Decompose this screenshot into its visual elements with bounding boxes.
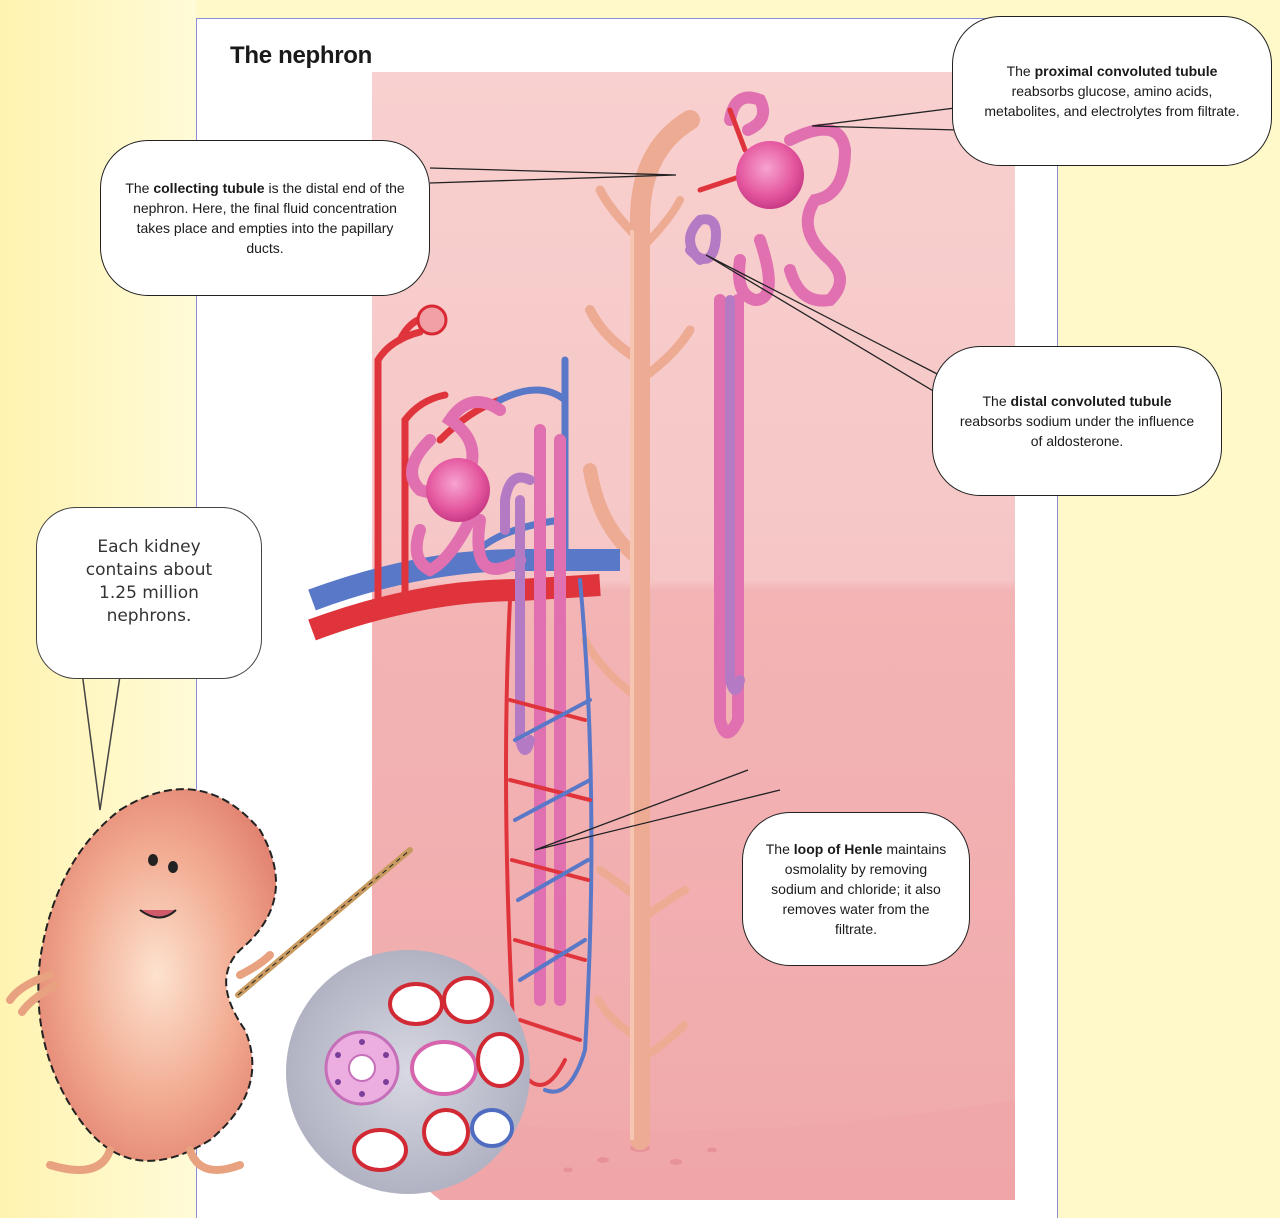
small-capillary-knot <box>418 306 446 334</box>
callout-term: loop of Henle <box>794 841 883 857</box>
cross-section-magnifier <box>286 950 530 1194</box>
callout-collecting-tubule-text: The collecting tubule is the distal end … <box>123 178 407 258</box>
upper-glomerulus <box>736 141 804 209</box>
callout-prefix: The <box>125 180 153 196</box>
callout-term: proximal convoluted tubule <box>1035 63 1218 79</box>
callout-proximal-convoluted-tubule: The proximal convoluted tubule reabsorbs… <box>952 16 1272 166</box>
mascot-speech-bubble: Each kidney contains about 1.25 million … <box>36 507 262 679</box>
callout-term: distal convoluted tubule <box>1011 393 1172 409</box>
callout-prefix: The <box>1007 63 1035 79</box>
callout-proximal-text: The proximal convoluted tubule reabsorbs… <box>975 61 1249 121</box>
callout-prefix: The <box>982 393 1010 409</box>
callout-prefix: The <box>766 841 794 857</box>
callout-collecting-tubule: The collecting tubule is the distal end … <box>100 140 430 296</box>
lower-glomerulus <box>426 458 490 522</box>
callout-distal-convoluted-tubule: The distal convoluted tubule reabsorbs s… <box>932 346 1222 496</box>
callout-loop-of-henle: The loop of Henle maintains osmolality b… <box>742 812 970 966</box>
callout-distal-text: The distal convoluted tubule reabsorbs s… <box>955 391 1199 451</box>
callout-loop-text: The loop of Henle maintains osmolality b… <box>765 839 947 939</box>
callout-term: collecting tubule <box>153 180 264 196</box>
callout-body: reabsorbs sodium under the influence of … <box>960 413 1194 449</box>
callout-body: reabsorbs glucose, amino acids, metaboli… <box>984 83 1239 119</box>
speech-text: Each kidney contains about 1.25 million … <box>86 537 212 626</box>
